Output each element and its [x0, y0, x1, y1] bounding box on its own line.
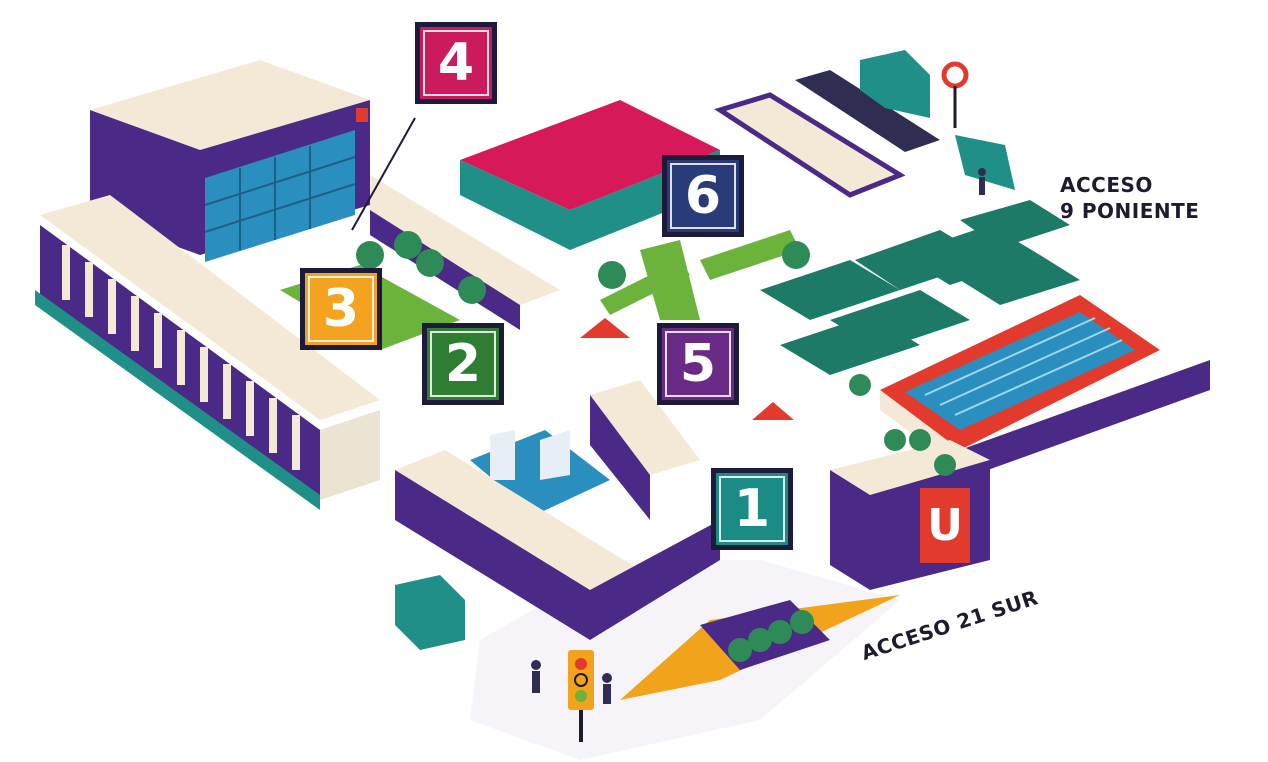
marker-1-number: 1 — [733, 479, 771, 539]
marker-5-number: 5 — [679, 334, 717, 394]
marker-6-number: 6 — [684, 166, 722, 226]
umbrellas — [580, 318, 794, 420]
access-9-poniente-line1: ACCESO — [1060, 173, 1153, 197]
marker-2[interactable]: 2 — [422, 323, 504, 405]
marker-6[interactable]: 6 — [662, 155, 744, 237]
marker-5-frame — [665, 331, 731, 397]
marker-4[interactable]: 4 — [415, 22, 497, 104]
marker-5[interactable]: 5 — [657, 323, 739, 405]
building-4 — [90, 60, 370, 262]
trees — [356, 231, 956, 662]
u-logo: U — [927, 500, 963, 551]
marker-4-frame — [423, 30, 489, 96]
marker-1-frame — [719, 476, 785, 542]
pool — [880, 295, 1210, 480]
pedestrians — [531, 168, 986, 704]
west-block-windows — [62, 245, 300, 470]
vans — [395, 50, 930, 650]
green-paths — [600, 230, 800, 320]
access-9-poniente-line2: 9 PONIENTE — [1060, 199, 1200, 223]
u-building — [830, 440, 990, 590]
bus-stop-sign — [941, 61, 969, 89]
traffic-light — [568, 650, 594, 742]
marker-4-number: 4 — [437, 33, 475, 93]
marker-3-number: 3 — [322, 279, 360, 339]
fountain — [470, 430, 610, 515]
marker-2-number: 2 — [444, 334, 482, 394]
access-9-poniente-label: ACCESO 9 PONIENTE — [1060, 172, 1199, 224]
marker-6-frame — [670, 163, 736, 229]
marker-1[interactable]: 1 — [711, 468, 793, 550]
marker-2-frame — [430, 331, 496, 397]
bus-shelter — [955, 135, 1015, 190]
marker-3[interactable]: 3 — [300, 268, 382, 350]
marker-3-frame — [308, 276, 374, 342]
building-1 — [395, 380, 720, 640]
tennis-courts — [714, 70, 1080, 375]
marker-4-pointer — [351, 117, 416, 231]
